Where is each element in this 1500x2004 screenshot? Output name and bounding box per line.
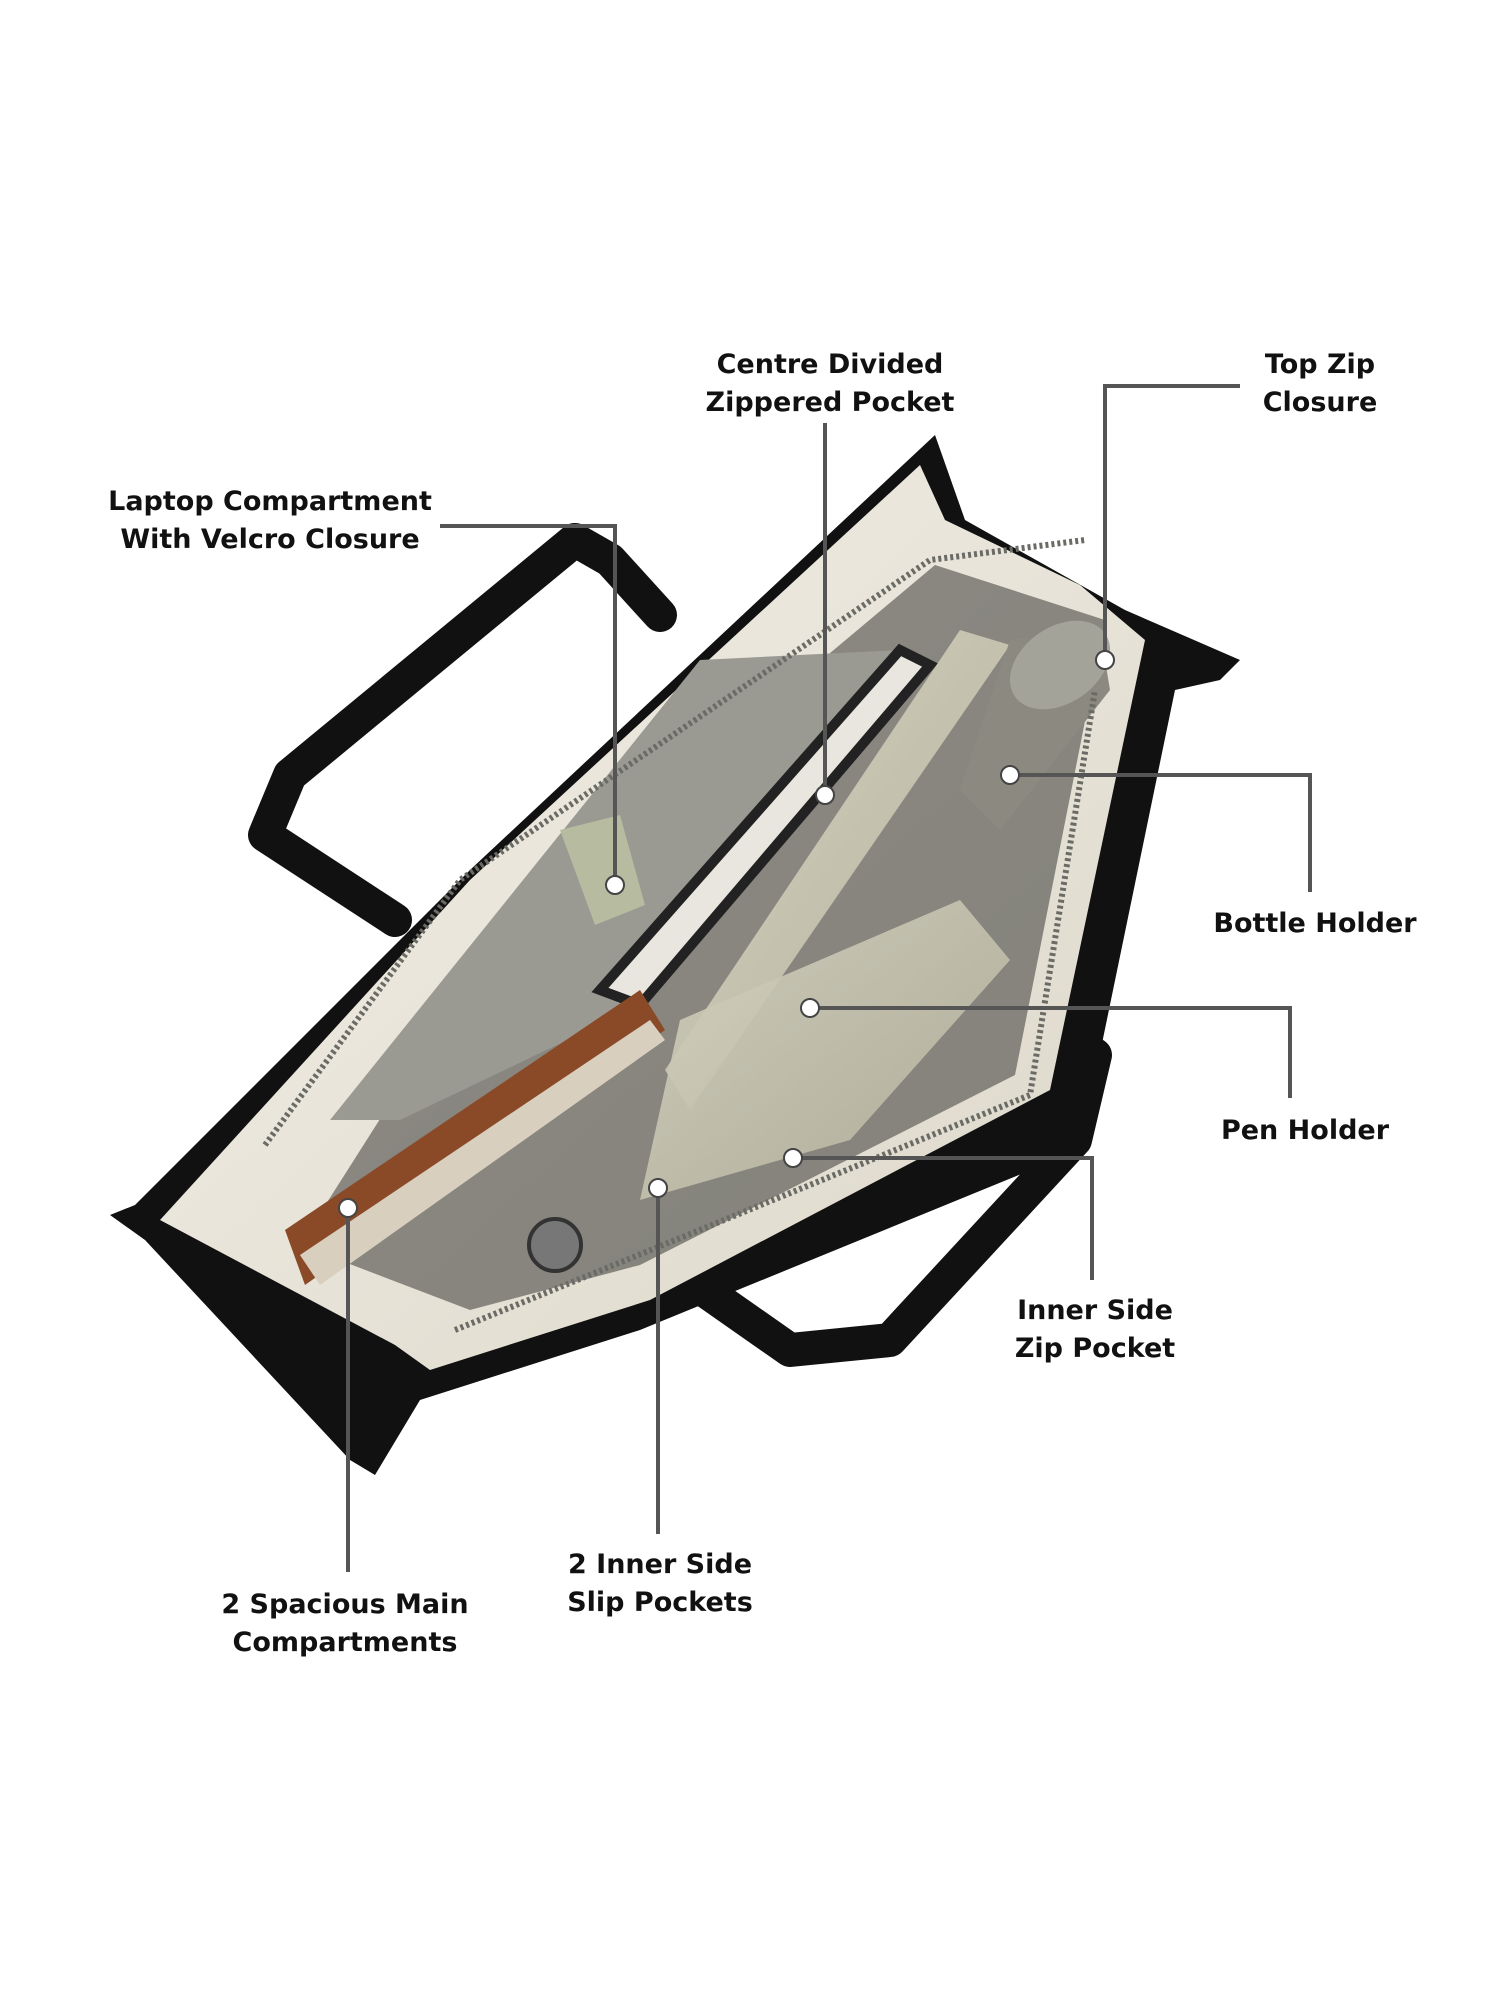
callout-line: Zippered Pocket bbox=[705, 387, 955, 418]
callout-line: Inner Side bbox=[1017, 1295, 1173, 1326]
callout-line: Compartments bbox=[232, 1627, 458, 1658]
callout-line: Bottle Holder bbox=[1213, 908, 1417, 939]
callout-dots bbox=[338, 650, 1115, 1218]
callout-line: Laptop Compartment bbox=[108, 486, 432, 517]
callout-line: Top Zip bbox=[1264, 349, 1376, 380]
callout-spacious-main-compartments: 2 Spacious Main Compartments bbox=[215, 1586, 475, 1662]
callout-top-zip-closure: Top Zip Closure bbox=[1250, 346, 1390, 422]
dot-topzip bbox=[1095, 650, 1115, 670]
callout-inner-side-slip-pockets: 2 Inner Side Slip Pockets bbox=[560, 1546, 760, 1622]
dot-spacious bbox=[338, 1198, 358, 1218]
callout-line: With Velcro Closure bbox=[120, 524, 420, 555]
callout-line: Closure bbox=[1262, 387, 1378, 418]
callout-line: Centre Divided bbox=[716, 349, 944, 380]
callout-bottle-holder: Bottle Holder bbox=[1205, 905, 1425, 943]
callout-centre-divided-zippered-pocket: Centre Divided Zippered Pocket bbox=[690, 346, 970, 422]
dot-pen bbox=[800, 998, 820, 1018]
dot-innerzip bbox=[783, 1148, 803, 1168]
dot-laptop bbox=[605, 875, 625, 895]
dot-slip bbox=[648, 1178, 668, 1198]
callout-laptop-compartment: Laptop Compartment With Velcro Closure bbox=[90, 483, 450, 559]
callout-line: 2 Inner Side bbox=[567, 1549, 753, 1580]
callout-line: 2 Spacious Main bbox=[221, 1589, 469, 1620]
callout-line: Zip Pocket bbox=[1014, 1333, 1176, 1364]
zippers bbox=[262, 537, 1098, 1333]
callout-pen-holder: Pen Holder bbox=[1205, 1112, 1405, 1150]
dot-bottle bbox=[1000, 765, 1020, 785]
dot-centre bbox=[815, 785, 835, 805]
callout-line: Pen Holder bbox=[1220, 1115, 1390, 1146]
callout-line: Slip Pockets bbox=[567, 1587, 753, 1618]
leader-lines bbox=[346, 384, 1312, 1572]
callout-inner-side-zip-pocket: Inner Side Zip Pocket bbox=[1005, 1292, 1185, 1368]
